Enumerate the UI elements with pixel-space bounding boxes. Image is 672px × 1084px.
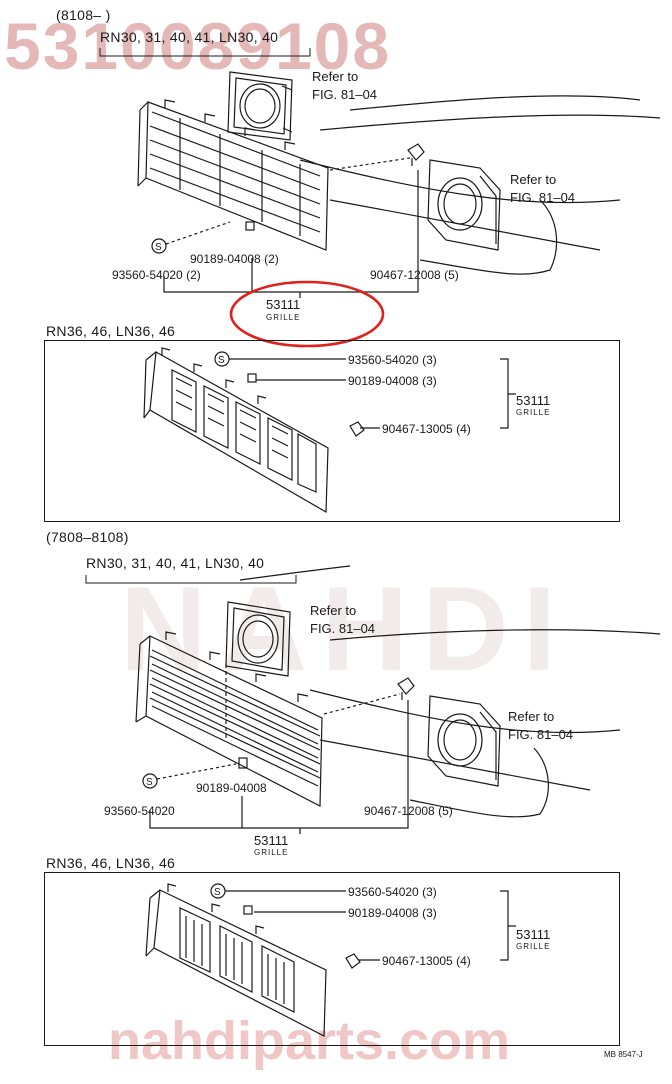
parts-bracket-a <box>163 170 419 298</box>
grille-a <box>137 99 329 251</box>
clip-nut-b <box>397 677 415 700</box>
inset-grille-name-a: GRILLE <box>516 408 551 417</box>
refer-left-a-1: Refer to <box>312 69 359 84</box>
refer-left-a-2: FIG. 81–04 <box>312 87 378 102</box>
grille-number-a: 53111 <box>266 297 301 312</box>
clip-nut-a <box>407 143 425 166</box>
inset-clip-b-label: 90189-04008 (3) <box>348 906 437 920</box>
watermark-brand: NAHDI <box>120 562 570 696</box>
clip-b <box>238 757 248 769</box>
date-range-a: (8108– ) <box>56 7 111 23</box>
inset-nut-b <box>345 953 361 969</box>
models-a: RN30, 31, 40, 41, LN30, 40 <box>100 29 279 45</box>
inset-nut-b-label: 90467-13005 (4) <box>382 954 471 968</box>
refer-left-b-1: Refer to <box>310 603 357 618</box>
inset-grille-name-b: GRILLE <box>516 942 551 951</box>
inset-clip-b <box>243 905 253 915</box>
inset-grille-number-b: 53111 <box>516 927 551 942</box>
models-b: RN30, 31, 40, 41, LN30, 40 <box>86 555 265 571</box>
svg-text:S: S <box>146 777 153 788</box>
headlamp-bezel-left-b <box>225 601 291 677</box>
refer-right-a-2: FIG. 81–04 <box>510 190 576 205</box>
inset-models-b: RN36, 46, LN36, 46 <box>46 855 176 871</box>
parts-bracket-b <box>149 700 409 834</box>
inset-nut-a-label: 90467-13005 (4) <box>382 422 471 436</box>
headlamp-bezel-right-a <box>427 159 501 251</box>
inset-clip-a <box>247 373 257 383</box>
grille-name-b: GRILLE <box>254 848 289 857</box>
headlamp-bezel-left-a <box>227 71 293 141</box>
inset-grille-number-a: 53111 <box>516 393 551 408</box>
part-clip-b: 90189-04008 <box>196 781 267 795</box>
inset-clip-a-label: 90189-04008 (3) <box>348 374 437 388</box>
svg-text:S: S <box>214 887 221 898</box>
refer-right-b-2: FIG. 81–04 <box>508 727 574 742</box>
inset-bracket-a <box>500 358 516 429</box>
part-screw-b: 93560-54020 <box>104 804 175 818</box>
inset-screw-a: 93560-54020 (3) <box>348 353 437 367</box>
inset-screw-b: 93560-54020 (3) <box>348 885 437 899</box>
svg-text:S: S <box>155 242 162 253</box>
highlight-ring <box>229 280 385 348</box>
part-clip-nut-b: 90467-12008 (5) <box>364 804 453 818</box>
header-bracket-b <box>85 575 297 584</box>
clip-a <box>245 221 255 231</box>
screw-symbol-b: S <box>142 773 158 789</box>
inset-models-a: RN36, 46, LN36, 46 <box>46 323 176 339</box>
watermark-part-code: 5310089108 <box>4 9 392 83</box>
refer-right-b-1: Refer to <box>508 709 555 724</box>
inset-box-a <box>44 340 620 522</box>
inset-bracket-b <box>500 890 516 961</box>
grille-b <box>135 631 323 807</box>
svg-text:S: S <box>218 355 225 366</box>
grille-inset-b <box>145 883 327 1037</box>
grille-name-a: GRILLE <box>266 313 301 322</box>
watermark-site: nahdiparts.com <box>108 1011 511 1071</box>
inset-box-b <box>44 872 620 1046</box>
part-screw-a: 93560-54020 (2) <box>112 268 201 282</box>
date-range-b: (7808–8108) <box>46 529 129 545</box>
grille-inset-a <box>143 347 329 514</box>
part-clip-nut-a: 90467-12008 (5) <box>370 268 459 282</box>
headlamp-bezel-right-b <box>427 695 501 787</box>
refer-left-b-2: FIG. 81–04 <box>310 621 376 636</box>
part-screw-clip-a: 90189-04008 (2) <box>190 252 279 266</box>
refer-right-a-1: Refer to <box>510 172 557 187</box>
inset-nut-a <box>349 421 365 437</box>
body-panel-a <box>299 95 661 275</box>
screw-symbol-a: S <box>151 238 167 254</box>
figure-code: MB 8547-J <box>604 1050 643 1059</box>
grille-number-b: 53111 <box>254 833 289 848</box>
header-bracket-a <box>99 48 311 57</box>
